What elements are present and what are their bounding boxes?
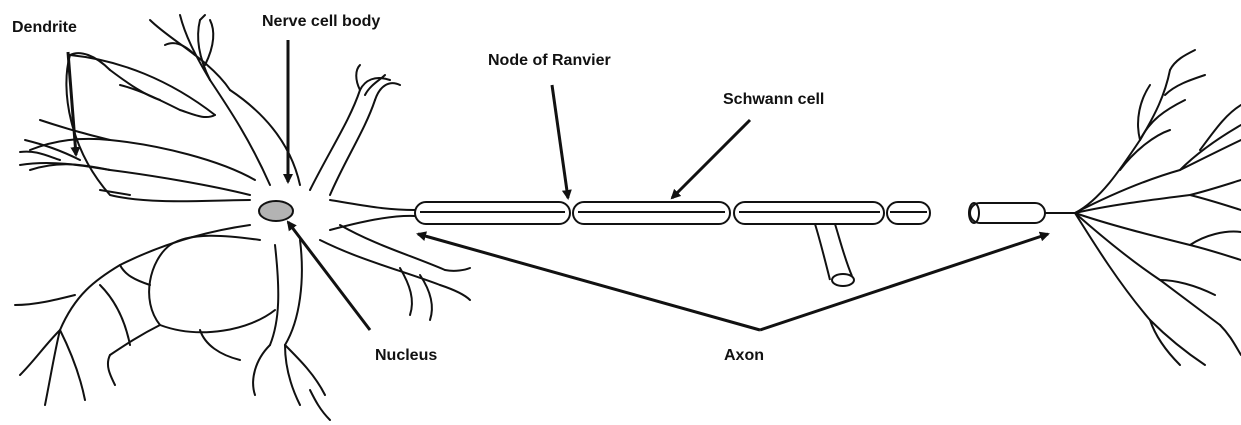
node-of-ranvier-arrow xyxy=(552,85,568,198)
label-node-of-ranvier: Node of Ranvier xyxy=(488,52,611,69)
schwann-cell-arrow xyxy=(672,120,750,198)
axon-arrow-right xyxy=(760,234,1048,330)
nucleus-arrow xyxy=(288,222,370,330)
axon-terminal xyxy=(1075,50,1241,365)
label-schwann-cell: Schwann cell xyxy=(723,91,824,108)
nucleus-shape xyxy=(259,201,293,221)
axon-myelin xyxy=(415,202,1075,286)
cell-body-outline xyxy=(20,55,445,345)
label-dendrite: Dendrite xyxy=(12,19,77,36)
callout-arrows xyxy=(68,40,1048,330)
label-nerve-cell-body: Nerve cell body xyxy=(262,13,380,30)
label-axon: Axon xyxy=(724,347,764,364)
label-nucleus: Nucleus xyxy=(375,347,437,364)
axon-arrow-left xyxy=(418,234,760,330)
